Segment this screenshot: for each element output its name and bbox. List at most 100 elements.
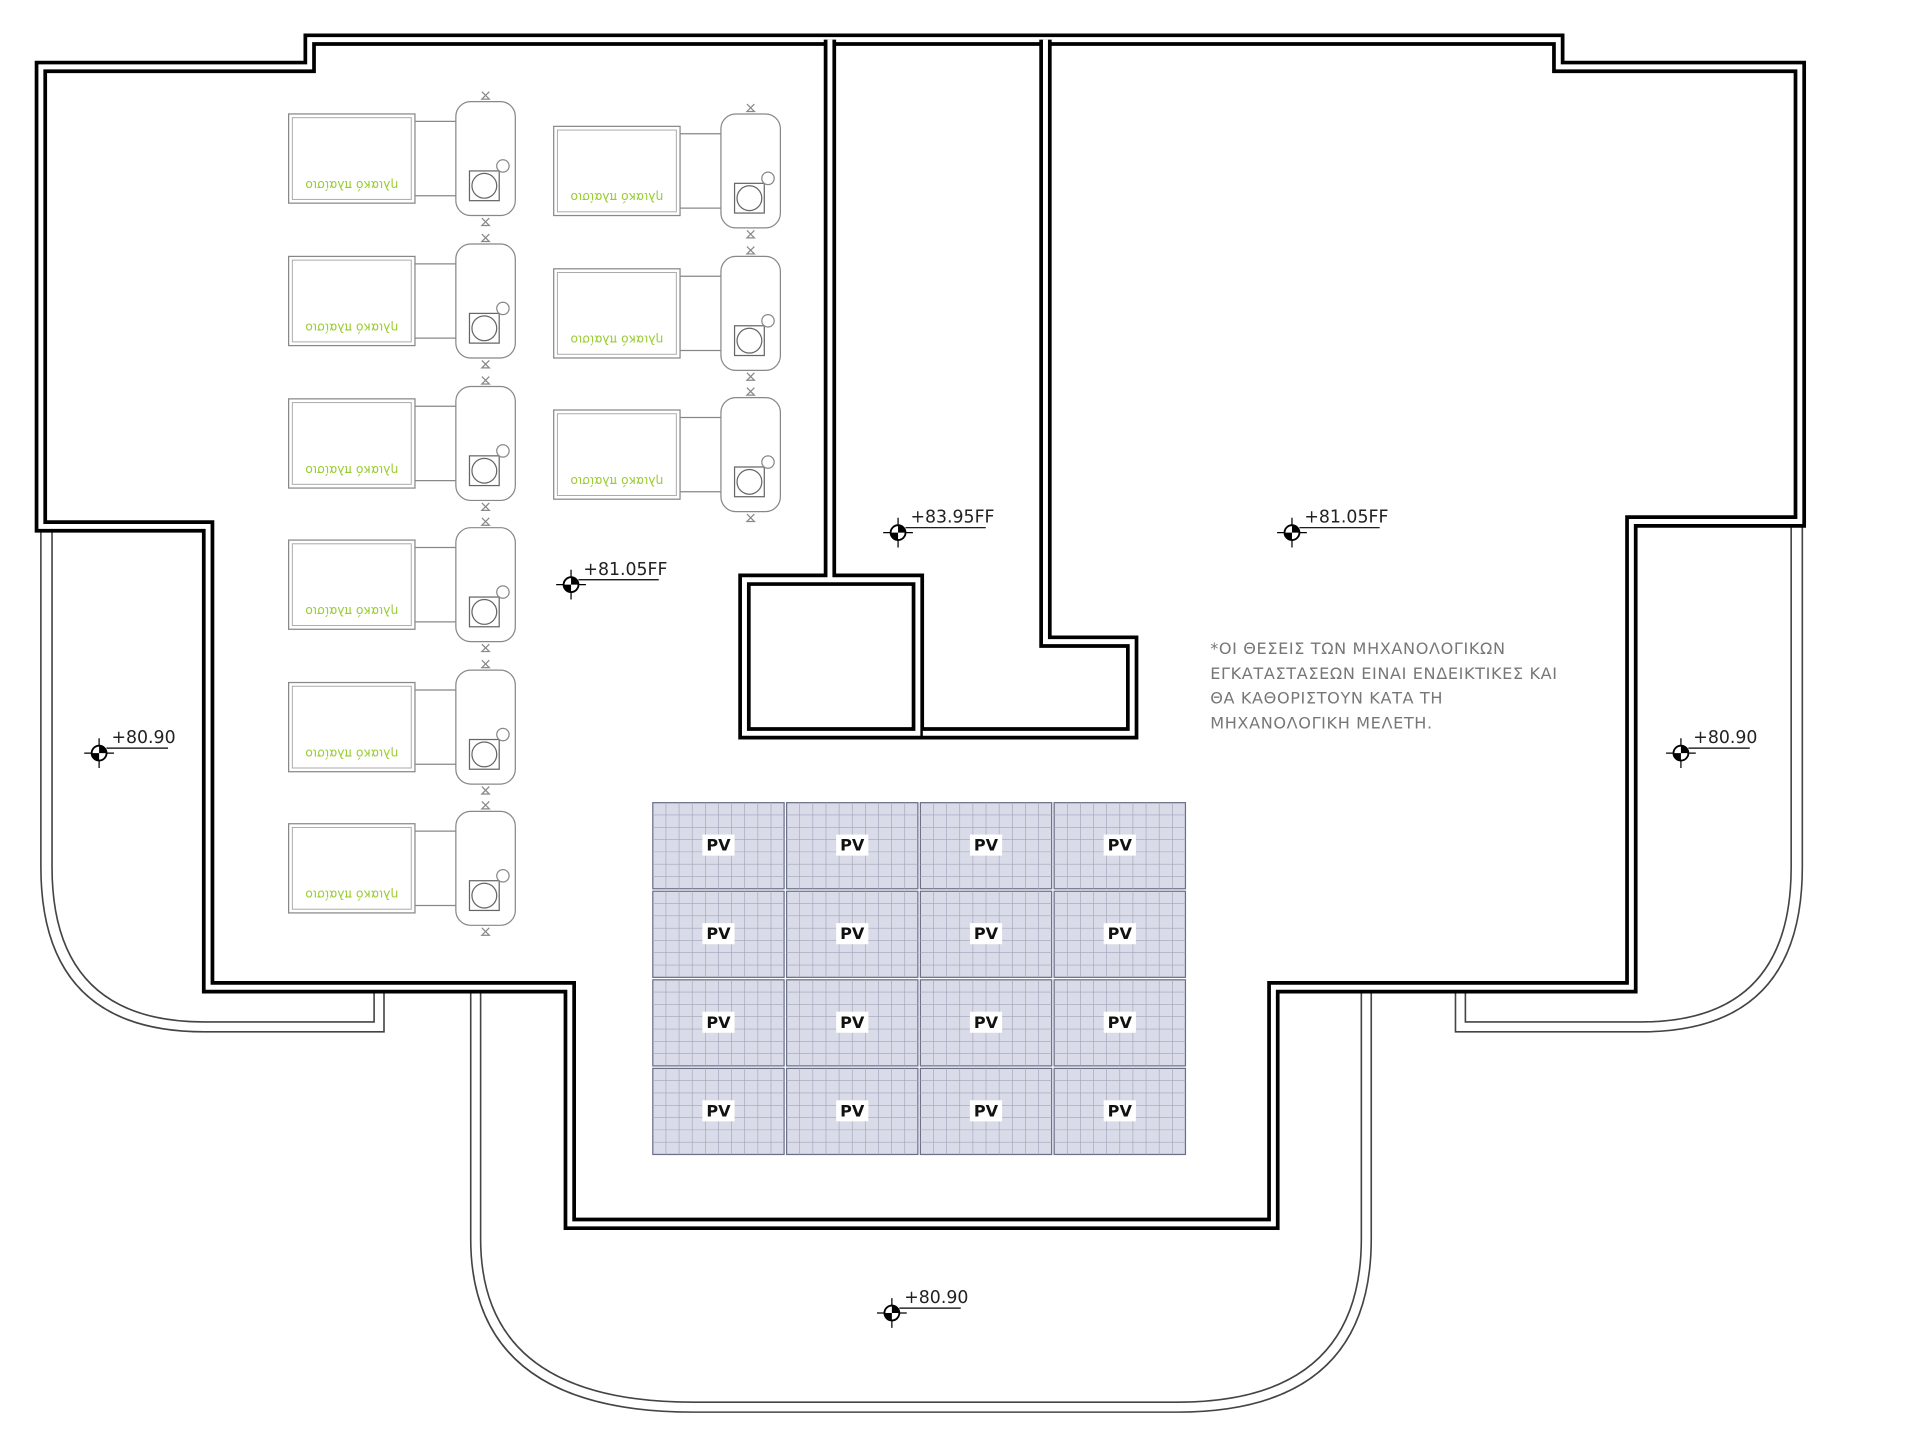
storage-tank	[720, 397, 782, 513]
pump-icon	[736, 185, 763, 212]
gauge-icon	[496, 585, 510, 599]
note-line: ΘΑ ΚΑΘΟΡΙΣΤΟΥΝ ΚΑΤΑ ΤΗ	[1210, 689, 1443, 708]
solar-unit-label: ηλιακό πλαίσιο	[305, 888, 398, 902]
pv-panel: PV	[652, 1067, 785, 1156]
pv-label-bg	[1103, 1011, 1136, 1033]
gauge-icon	[496, 868, 510, 883]
pv-label-bg	[969, 923, 1003, 945]
gauge-icon	[496, 159, 510, 173]
pv-label-bg	[836, 1100, 869, 1122]
solar-collector	[288, 398, 416, 489]
level-marker: +80.90	[84, 728, 176, 768]
outer-wall-inner	[38, 37, 1803, 1227]
solar-collector-frame	[291, 685, 412, 769]
storage-tank	[455, 385, 516, 502]
solar-unit-label: ηλιακό πλαίσιο	[305, 178, 398, 192]
terrace-left-inner	[51, 526, 375, 1023]
pv-label: PV	[840, 1013, 865, 1032]
pv-label: PV	[1108, 1013, 1133, 1032]
pv-panel: PV	[785, 979, 919, 1067]
solar-unit: ηλιακό πλαίσιο	[288, 233, 516, 369]
pipe-connection	[680, 275, 721, 352]
solar-collector-frame	[291, 117, 412, 200]
level-value: +80.90	[1693, 728, 1757, 748]
pv-label-bg	[969, 1100, 1003, 1122]
valve-icon	[745, 246, 756, 381]
pv-panel: PV	[652, 979, 785, 1067]
level-marker: +80.90	[877, 1288, 968, 1328]
pv-panel: PV	[652, 802, 785, 890]
partition-wall	[738, 39, 1139, 740]
gauge-icon	[496, 727, 510, 742]
pv-label: PV	[974, 924, 999, 943]
heater-element-icon	[468, 455, 500, 487]
pv-panel: PV	[785, 1067, 919, 1156]
partition-wall-inner	[741, 39, 1135, 736]
solar-water-heaters: ηλιακό πλαίσιο ηλιακό πλαίσιο ηλιακό πλαίσ…	[288, 91, 782, 936]
heater-element-icon	[733, 325, 765, 357]
gauge-icon	[761, 314, 775, 328]
terrace-bottom	[469, 990, 1373, 1413]
solar-unit: ηλιακό πλαίσιο	[288, 91, 516, 227]
solar-collector	[553, 125, 681, 217]
solar-collector	[288, 823, 416, 914]
level-marker: +81.05FF	[1277, 508, 1388, 548]
storage-tank	[720, 113, 782, 229]
note-line: *ΟΙ ΘΕΣΕΙΣ ΤΩΝ ΜΗΧΑΝΟΛΟΓΙΚΩΝ	[1210, 639, 1505, 658]
valve-icon	[745, 103, 756, 239]
pv-panel: PV	[919, 1067, 1053, 1156]
pv-label-bg	[1103, 1100, 1136, 1122]
solar-collector	[288, 681, 416, 773]
valve-icon	[745, 387, 756, 523]
pump-icon	[471, 882, 498, 909]
level-fill-icon	[1284, 525, 1300, 541]
solar-collector-frame	[291, 259, 412, 343]
mechanical-note: *ΟΙ ΘΕΣΕΙΣ ΤΩΝ ΜΗΧΑΝΟΛΟΓΙΚΩΝ ΕΓΚΑΤΑΣΤΑΣΕΩ…	[1210, 639, 1557, 732]
pv-label: PV	[840, 836, 865, 855]
solar-unit-label: ηλιακό πλαίσιο	[570, 190, 663, 204]
solar-collector-frame	[556, 272, 677, 355]
pv-panel: PV	[919, 802, 1053, 890]
heater-element-icon	[468, 312, 500, 344]
storage-tank	[455, 243, 516, 359]
pv-panel: PV	[1053, 1067, 1187, 1156]
pv-label: PV	[974, 1101, 999, 1120]
solar-unit: ηλιακό πλαίσιο	[288, 376, 516, 511]
gauge-icon	[496, 444, 510, 458]
level-value: +83.95FF	[910, 508, 994, 528]
heater-element-icon	[733, 182, 765, 214]
pv-panel: PV	[1053, 979, 1187, 1067]
pv-label-bg	[1103, 834, 1136, 856]
pump-icon	[471, 457, 498, 484]
gauge-icon	[761, 171, 775, 186]
pv-label: PV	[974, 836, 999, 855]
pv-label: PV	[840, 1101, 865, 1120]
solar-collector-frame	[291, 543, 412, 627]
note-line: ΕΓΚΑΤΑΣΤΑΣΕΩΝ ΕΙΝΑΙ ΕΝΔΕΙΚΤΙΚΕΣ ΚΑΙ	[1210, 664, 1557, 683]
pv-panel: PV	[652, 890, 785, 978]
solar-collector-frame	[556, 129, 677, 213]
solar-unit: ηλιακό πλαίσιο	[288, 801, 516, 936]
level-value: +81.05FF	[583, 560, 667, 580]
level-markers: +81.05FF +83.95FF +81.05FF +80.90 +80.90 +80.…	[84, 508, 1757, 1328]
solar-unit: ηλιακό πλαίσιο	[288, 659, 516, 795]
pipe-connection	[680, 133, 721, 209]
pv-label: PV	[1108, 924, 1133, 943]
terrace-bottom-inner	[479, 990, 1363, 1404]
solar-unit-label: ηλιακό πλαίσιο	[570, 333, 663, 347]
solar-unit-label: ηλιακό πλαίσιο	[305, 320, 398, 334]
terraces	[40, 526, 1804, 1413]
pv-label-bg	[836, 923, 869, 945]
solar-collector-frame	[556, 413, 677, 496]
storage-tank	[720, 255, 782, 371]
level-fill-icon	[1673, 745, 1689, 761]
valve-icon	[480, 91, 491, 227]
level-value: +81.05FF	[1304, 508, 1388, 528]
pv-panel: PV	[785, 890, 919, 978]
solar-collector	[553, 409, 681, 500]
level-value: +80.90	[904, 1288, 968, 1308]
solar-collector	[288, 113, 416, 204]
valve-icon	[480, 517, 491, 653]
level-marker: +83.95FF	[883, 508, 995, 548]
